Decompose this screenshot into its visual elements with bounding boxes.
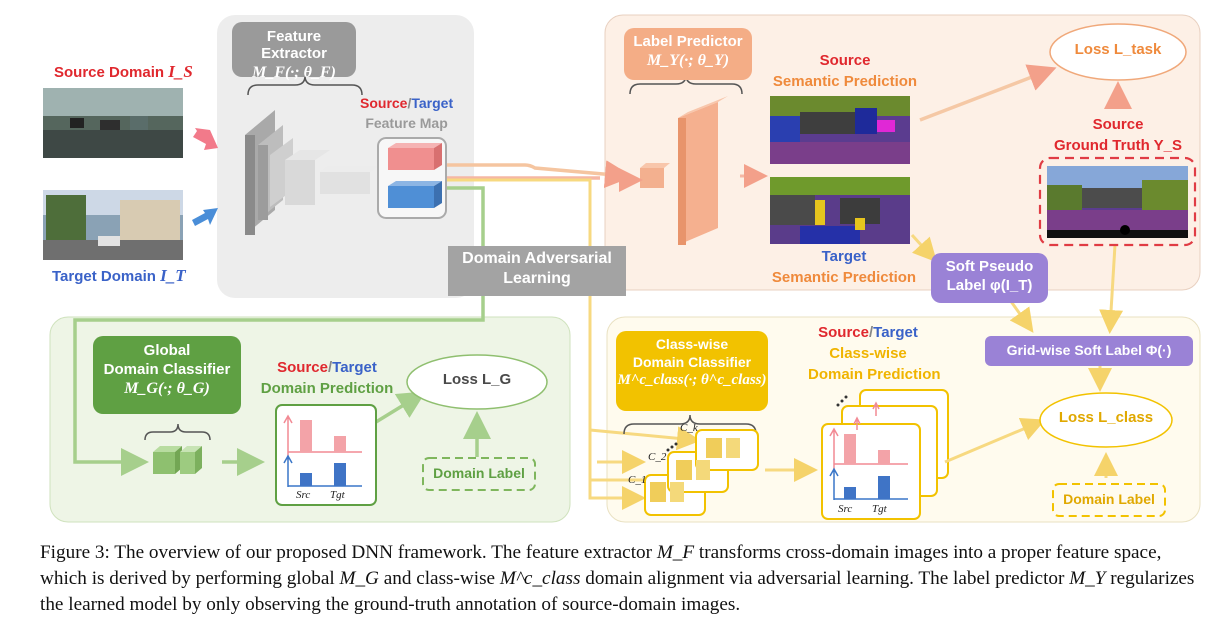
global-prediction-label: Source/Target Domain Prediction — [260, 359, 394, 397]
global-feature-cubes-icon — [153, 446, 202, 474]
class-src-axis-label: Src — [838, 503, 853, 515]
class-feature-cubes-icon — [644, 429, 759, 516]
predictor-block-icon — [678, 102, 718, 245]
soft-pseudo-tag: Soft Pseudo Label φ(I_T) — [931, 253, 1048, 303]
target-domain-label: Target Domain I_T — [52, 266, 186, 285]
label-predictor-title: Label Predictor — [633, 33, 743, 50]
class-mark-ck: C_k — [680, 422, 698, 434]
global-target-bars — [283, 454, 362, 487]
feature-extractor-formula: M_F(·; θ_F) — [252, 64, 336, 81]
domain-adversarial-tag: Domain Adversarial Learning — [448, 246, 626, 296]
domain-label-global-box — [422, 457, 536, 491]
target-semantic-image — [770, 177, 910, 244]
feature-extractor-tag: Feature Extractor M_F(·; θ_F) — [232, 22, 356, 81]
loss-class-ellipse — [1039, 392, 1173, 448]
cnn-layers-icon — [245, 110, 378, 235]
class-classifier-formula: M^c_class(·; θ^c_class) — [617, 372, 767, 388]
ground-truth-box — [1038, 156, 1197, 247]
target-photo — [43, 190, 183, 260]
global-source-bars — [283, 414, 362, 460]
label-predictor-formula: M_Y(·; θ_Y) — [646, 52, 730, 69]
loss-task-label: Loss L_task — [1074, 41, 1162, 58]
loss-g-label: Loss L_G — [442, 371, 512, 388]
global-classifier-line1: Global — [143, 342, 191, 359]
class-prediction-label: Source/Target Class-wise Domain Predicti… — [808, 324, 941, 383]
soft-pseudo-line1: Soft Pseudo — [945, 258, 1034, 275]
domain-label-class-box — [1052, 483, 1166, 517]
feature-map-label: Source/Target Feature Map — [360, 95, 454, 131]
class-classifier-tag: Class-wise Domain Classifier M^c_class(·… — [616, 331, 768, 411]
loss-class-label: Loss L_class — [1058, 409, 1154, 426]
class-classifier-line1: Class-wise — [655, 336, 729, 352]
global-classifier-formula: M_G(·; θ_G) — [124, 380, 210, 397]
global-classifier-tag: Global Domain Classifier M_G(·; θ_G) — [93, 336, 241, 414]
global-src-axis-label: Src — [296, 489, 311, 501]
source-semantic-image — [770, 96, 910, 164]
label-predictor-tag: Label Predictor M_Y(·; θ_Y) — [624, 28, 752, 80]
class-tgt-axis-label: Tgt — [872, 503, 887, 515]
source-photo — [43, 88, 183, 158]
class-classifier-line2: Domain Classifier — [632, 354, 752, 370]
domain-adversarial-line2: Learning — [503, 270, 571, 287]
domain-label-global: Domain Label — [433, 465, 525, 481]
grid-soft-label-tag: Grid-wise Soft Label Φ(·) — [985, 336, 1193, 366]
grid-soft-label-text: Grid-wise Soft Label Φ(·) — [1006, 342, 1172, 358]
source-domain-label: Source Domain I_S — [54, 62, 193, 81]
domain-adversarial-line1: Domain Adversarial — [462, 250, 612, 267]
ground-truth-image — [1047, 166, 1188, 238]
loss-task-ellipse — [1049, 23, 1187, 81]
loss-g-ellipse — [406, 354, 548, 410]
class-mark-c1: C_1 — [628, 474, 647, 486]
domain-label-class: Domain Label — [1063, 491, 1155, 507]
feature-extractor-title: Feature Extractor — [261, 28, 327, 62]
global-classifier-line2: Domain Classifier — [103, 361, 231, 378]
global-tgt-axis-label: Tgt — [330, 489, 345, 501]
target-semantic-label: Target Semantic Prediction — [771, 248, 917, 286]
source-arrow-icon — [193, 128, 218, 150]
class-mark-c2: C_2 — [648, 451, 667, 463]
figure-caption: Figure 3: The overview of our proposed D… — [40, 542, 1195, 615]
class-prediction-stack — [821, 389, 949, 520]
soft-pseudo-line2: Label φ(I_T) — [946, 277, 1033, 294]
source-semantic-label: Source Semantic Prediction — [772, 52, 918, 90]
target-arrow-icon — [192, 208, 218, 226]
